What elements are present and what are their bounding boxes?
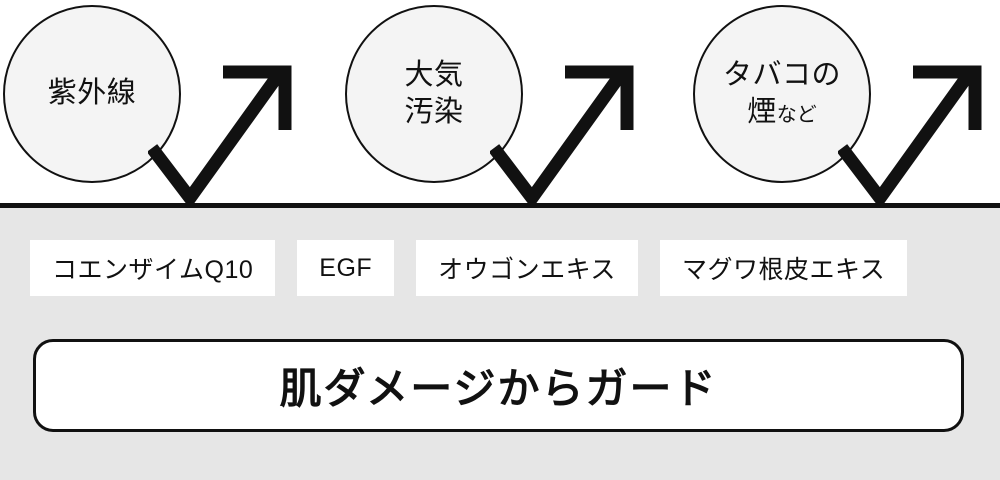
up-right-arrow-icon-air-pollution bbox=[490, 65, 634, 204]
factor-group-air-pollution: 大気 汚染 bbox=[342, 0, 682, 204]
ingredients-section: コエンザイムQ10 EGF オウゴンエキス マグワ根皮エキス 肌ダメージからガー… bbox=[0, 208, 1000, 480]
factor-group-tobacco-smoke: タバコの 煙など bbox=[690, 0, 1000, 204]
up-right-arrow-icon-uv bbox=[148, 65, 292, 204]
ingredient-tag-list: コエンザイムQ10 EGF オウゴンエキス マグワ根皮エキス bbox=[30, 240, 970, 296]
factor-circle-uv: 紫外線 bbox=[3, 5, 181, 183]
damaging-factors-section: 紫外線 大気 汚染 タバコの 煙など bbox=[0, 0, 1000, 204]
guard-banner-label: 肌ダメージからガード bbox=[279, 365, 718, 412]
factor-label-tobacco-smoke: タバコの 煙など bbox=[722, 58, 841, 128]
ingredient-tag: マグワ根皮エキス bbox=[659, 240, 908, 296]
guard-banner: 肌ダメージからガード bbox=[33, 339, 964, 432]
factor-label-uv: 紫外線 bbox=[47, 77, 137, 110]
factor-label-air-pollution: 大気 汚染 bbox=[404, 58, 464, 128]
factor-group-uv: 紫外線 bbox=[0, 0, 340, 204]
ingredient-tag: オウゴンエキス bbox=[416, 240, 638, 296]
section-divider bbox=[0, 203, 1000, 208]
ingredient-tag: EGF bbox=[297, 240, 395, 296]
ingredient-tag: コエンザイムQ10 bbox=[30, 240, 276, 296]
up-right-arrow-icon-tobacco-smoke bbox=[838, 65, 982, 204]
